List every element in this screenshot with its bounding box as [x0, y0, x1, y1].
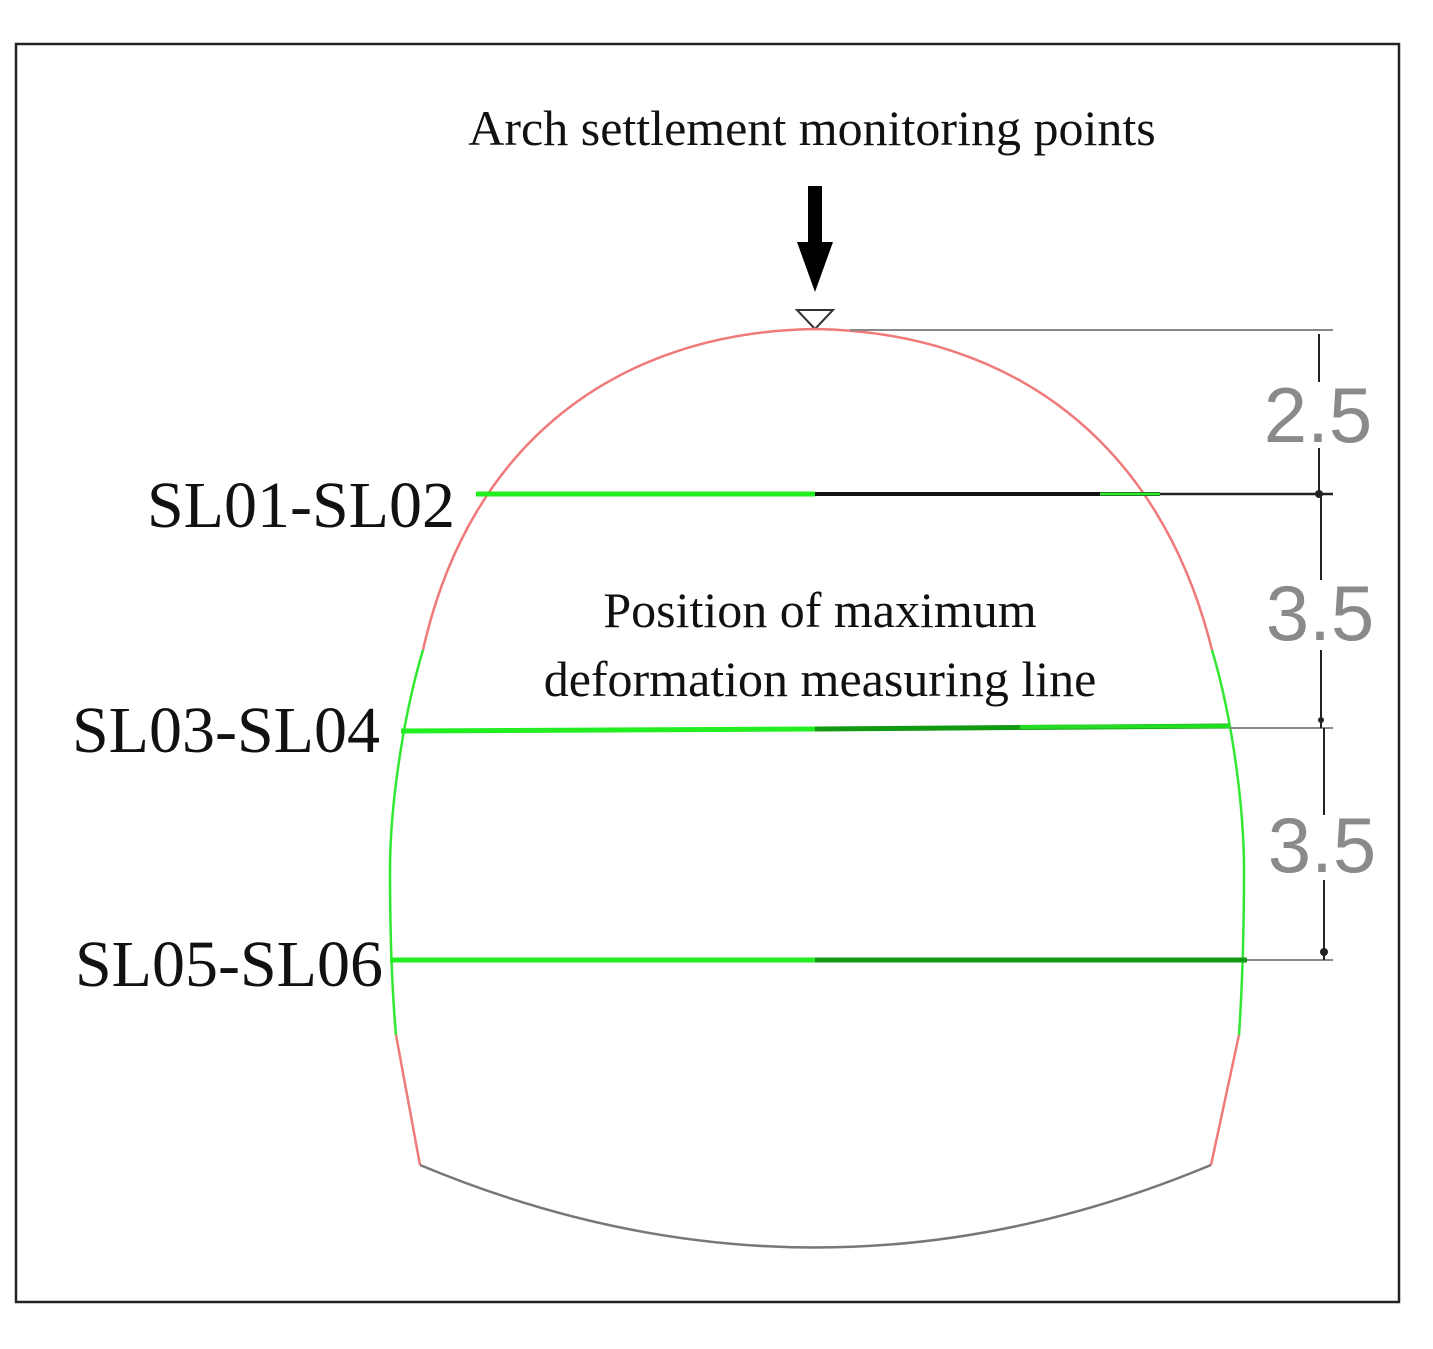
tunnel-invert — [419, 1163, 1212, 1249]
tunnel-arch-upper — [421, 327, 1214, 651]
arch-settlement-label: Arch settlement monitoring points — [468, 100, 1155, 156]
dimension-value-2: 3.5 — [1266, 569, 1374, 657]
tunnel-right-wall — [1210, 649, 1246, 1036]
max-deformation-label-line1: Position of maximum — [603, 582, 1036, 638]
label-sl01-sl02: SL01-SL02 — [147, 469, 455, 542]
label-sl03-sl04: SL03-SL04 — [72, 694, 380, 767]
label-sl05-sl06: SL05-SL06 — [75, 928, 383, 1001]
dimension-value-1: 2.5 — [1264, 371, 1372, 459]
tunnel-right-foot — [1209, 1034, 1241, 1166]
monitoring-point-marker — [794, 309, 836, 331]
figure-frame — [14, 42, 1401, 1304]
dimension-value-3: 3.5 — [1268, 801, 1376, 889]
measuring-line-sl03-sl04 — [400, 723, 1230, 734]
max-deformation-label-line2: deformation measuring line — [544, 651, 1097, 707]
dimension-axis — [1315, 334, 1328, 960]
tunnel-left-wall — [388, 649, 425, 1036]
tunnel-left-foot — [394, 1034, 422, 1166]
down-arrow-icon — [797, 186, 833, 292]
